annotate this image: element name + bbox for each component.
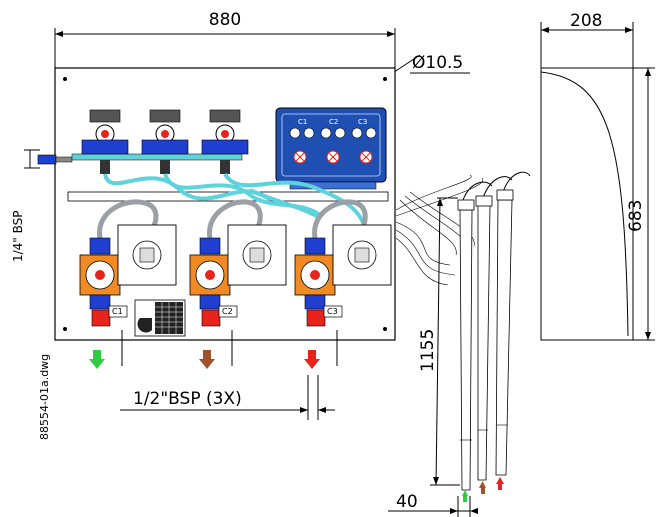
hole-label: Ø10.5: [412, 53, 463, 73]
suction-lance-3: [495, 171, 531, 490]
outlet-dimension: 1/2"BSP (3X): [120, 375, 335, 420]
lance-length-dimension: 1155: [418, 197, 460, 486]
circuit-tag-c2: C2: [218, 305, 238, 318]
depth-label: 208: [570, 11, 602, 31]
outlet-arrow-red: [304, 350, 320, 369]
outlet-arrow-green: [89, 350, 105, 369]
suction-hoses: [97, 199, 368, 239]
pump-unit-2: [189, 224, 287, 366]
outlet-arrow-brown: [199, 350, 215, 369]
mount-hole-icon: [63, 77, 67, 81]
mount-hole-icon: [383, 327, 387, 331]
controller-channel-1: C1: [289, 118, 315, 164]
controller-channel-3: C3: [351, 118, 377, 164]
regulator-2: [141, 109, 189, 174]
regulator-3: [201, 109, 249, 174]
height-label: 683: [626, 200, 646, 232]
outlet-label: 1/2"BSP (3X): [133, 389, 242, 409]
svg-text:C1: C1: [112, 307, 123, 316]
lance-arrow-brown-icon: [479, 481, 486, 488]
lance-arrow-red-icon: [496, 477, 504, 484]
svg-text:C2: C2: [222, 307, 233, 316]
mount-hole-icon: [63, 327, 67, 331]
file-name: 88554-01a.dwg: [38, 354, 51, 440]
lance-diameter-dimension: 40: [388, 492, 478, 517]
width-dimension: 880: [54, 10, 396, 68]
svg-text:C3: C3: [358, 118, 367, 126]
svg-text:C3: C3: [327, 307, 338, 316]
svg-text:C1: C1: [298, 118, 307, 126]
terminal-block: [134, 299, 186, 337]
svg-text:C2: C2: [329, 118, 338, 126]
pump-unit-3: [294, 224, 392, 366]
lance-length-label: 1155: [418, 329, 438, 372]
lance-diameter-label: 40: [396, 492, 418, 512]
lance-arrow-green-icon: [462, 490, 468, 496]
inlet-connection: 1/4" BSP: [11, 149, 73, 262]
circuit-tag-c3: C3: [323, 305, 343, 318]
controller-channel-2: C2: [320, 118, 346, 164]
air-tubes: [103, 172, 367, 229]
circuit-tag-c1: C1: [108, 305, 128, 318]
inlet-label: 1/4" BSP: [11, 210, 25, 262]
regulator-1: [81, 109, 129, 174]
mount-hole-icon: [383, 77, 387, 81]
side-view: 208 683: [540, 11, 655, 341]
pump-unit-1: [79, 224, 177, 366]
controller-box: C1 C2 C3: [275, 107, 387, 190]
manifold-pipe: [71, 153, 243, 161]
suction-lance-2: [475, 176, 513, 494]
width-label: 880: [209, 10, 241, 30]
suction-lance-1: [457, 181, 493, 502]
